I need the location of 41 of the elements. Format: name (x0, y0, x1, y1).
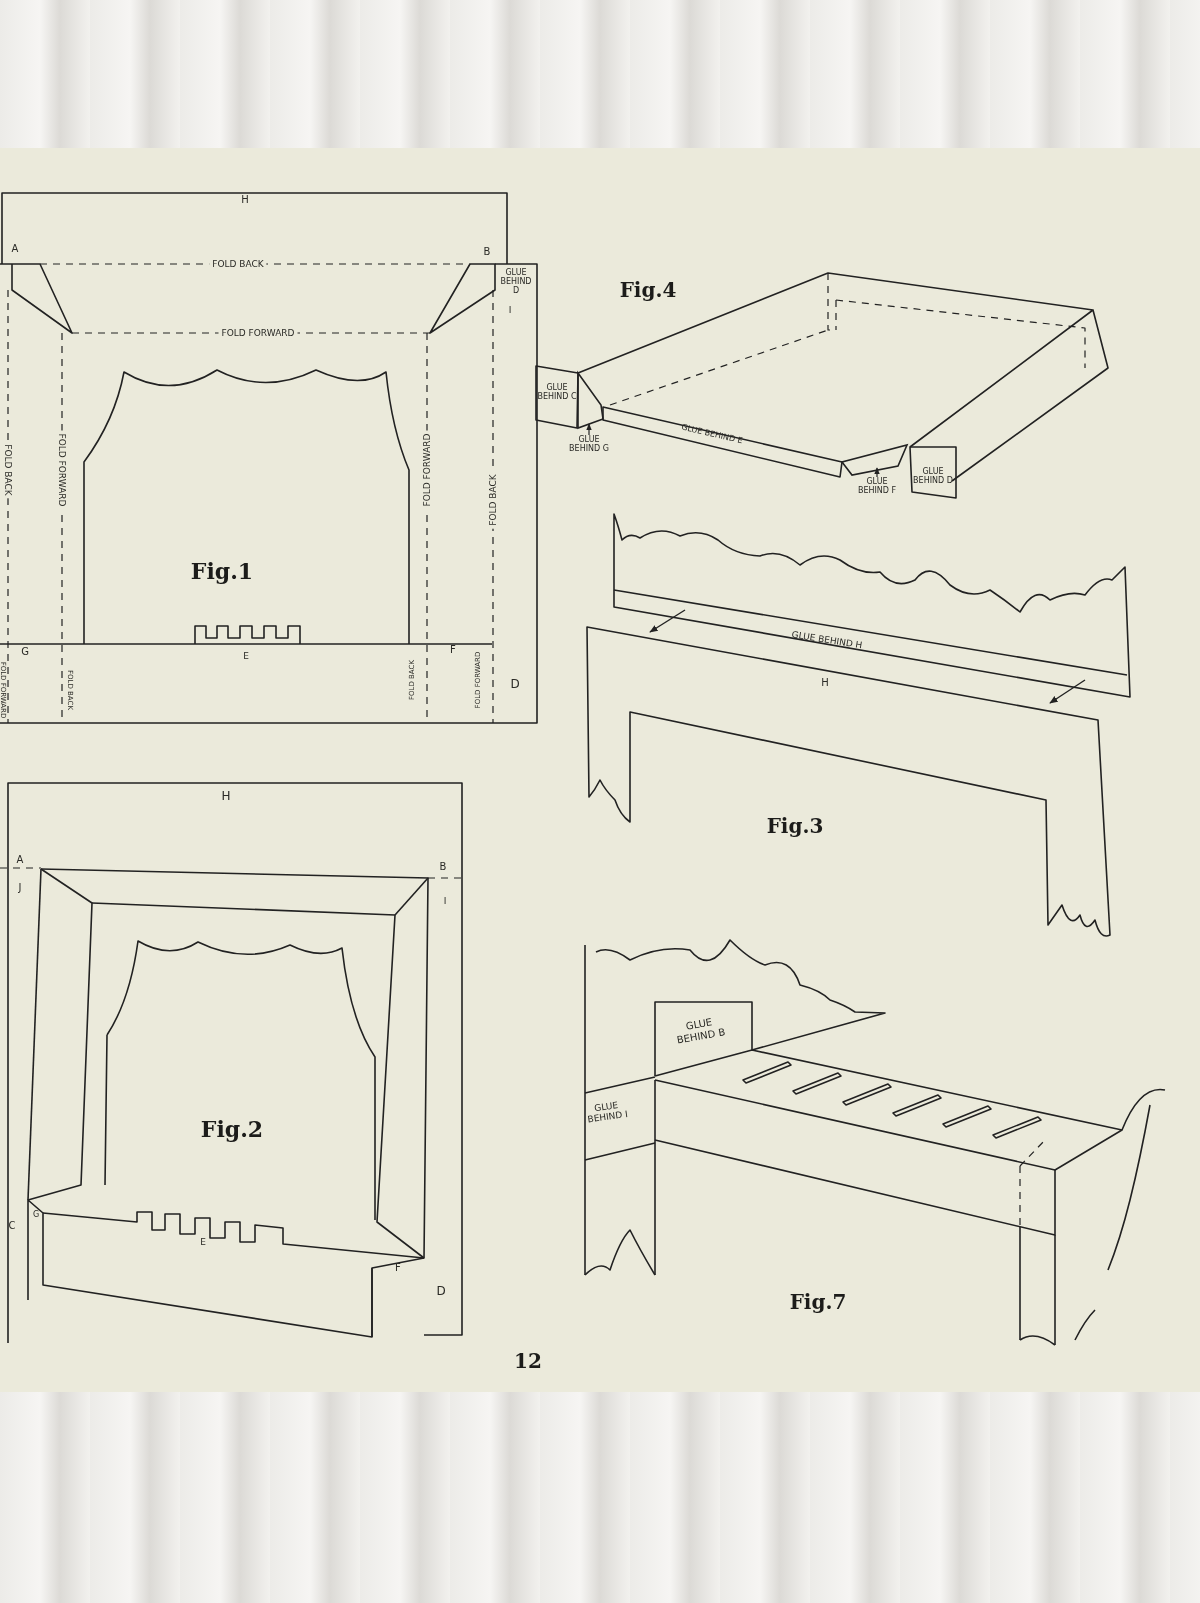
part-letter: F (450, 644, 456, 656)
part-letter: I (443, 895, 447, 907)
part-letter: E (243, 650, 249, 662)
part-letter: F (395, 1262, 401, 1274)
figure-label: Fig.2 (200, 1117, 264, 1143)
glue-instruction: GLUE BEHIND D (913, 466, 953, 486)
fold-instruction: FOLD BACK (209, 258, 267, 270)
glue-instruction: GLUE BEHIND C (537, 382, 577, 402)
glue-instruction: GLUE BEHIND G (569, 435, 609, 454)
part-letter: G (32, 1210, 40, 1220)
figure-label: Fig.1 (190, 559, 254, 585)
part-letter: G (21, 646, 29, 658)
part-letter: A (11, 243, 19, 255)
glue-instruction: GLUE BEHIND E (680, 422, 744, 446)
glue-instruction: GLUE BEHIND B (674, 1015, 727, 1047)
fold-instruction: FOLD FORWARD (218, 327, 298, 339)
glue-instruction: GLUE BEHIND F (857, 477, 897, 496)
part-letter: B (439, 861, 447, 873)
part-letter: J (18, 882, 22, 894)
figure-label: Fig.3 (766, 814, 824, 838)
part-letter: E (200, 1236, 206, 1248)
glue-flap (577, 370, 604, 430)
fold-instruction: FOLD BACK (487, 471, 499, 529)
part-letter: I (508, 304, 512, 316)
part-letter: A (16, 854, 24, 866)
glue-instruction: GLUE BEHIND H (791, 629, 863, 651)
part-letter: D (510, 678, 520, 692)
figure-label: Fig.4 (619, 278, 677, 302)
part-letter: H (821, 677, 829, 689)
glue-instruction: GLUE BEHIND D (499, 268, 533, 296)
figure-label: Fig.7 (789, 1290, 847, 1314)
leader-arrow (586, 423, 592, 436)
glue-flap (840, 443, 909, 476)
part-letter: H (221, 790, 231, 804)
part-letter: H (241, 194, 249, 206)
part-letter: B (483, 246, 491, 258)
page-number: 12 (514, 1349, 542, 1373)
part-letter: C (8, 1220, 16, 1232)
leader-arrow (874, 467, 880, 478)
glue-instruction: GLUE BEHIND I (585, 1099, 630, 1126)
part-letter: D (436, 1285, 446, 1299)
